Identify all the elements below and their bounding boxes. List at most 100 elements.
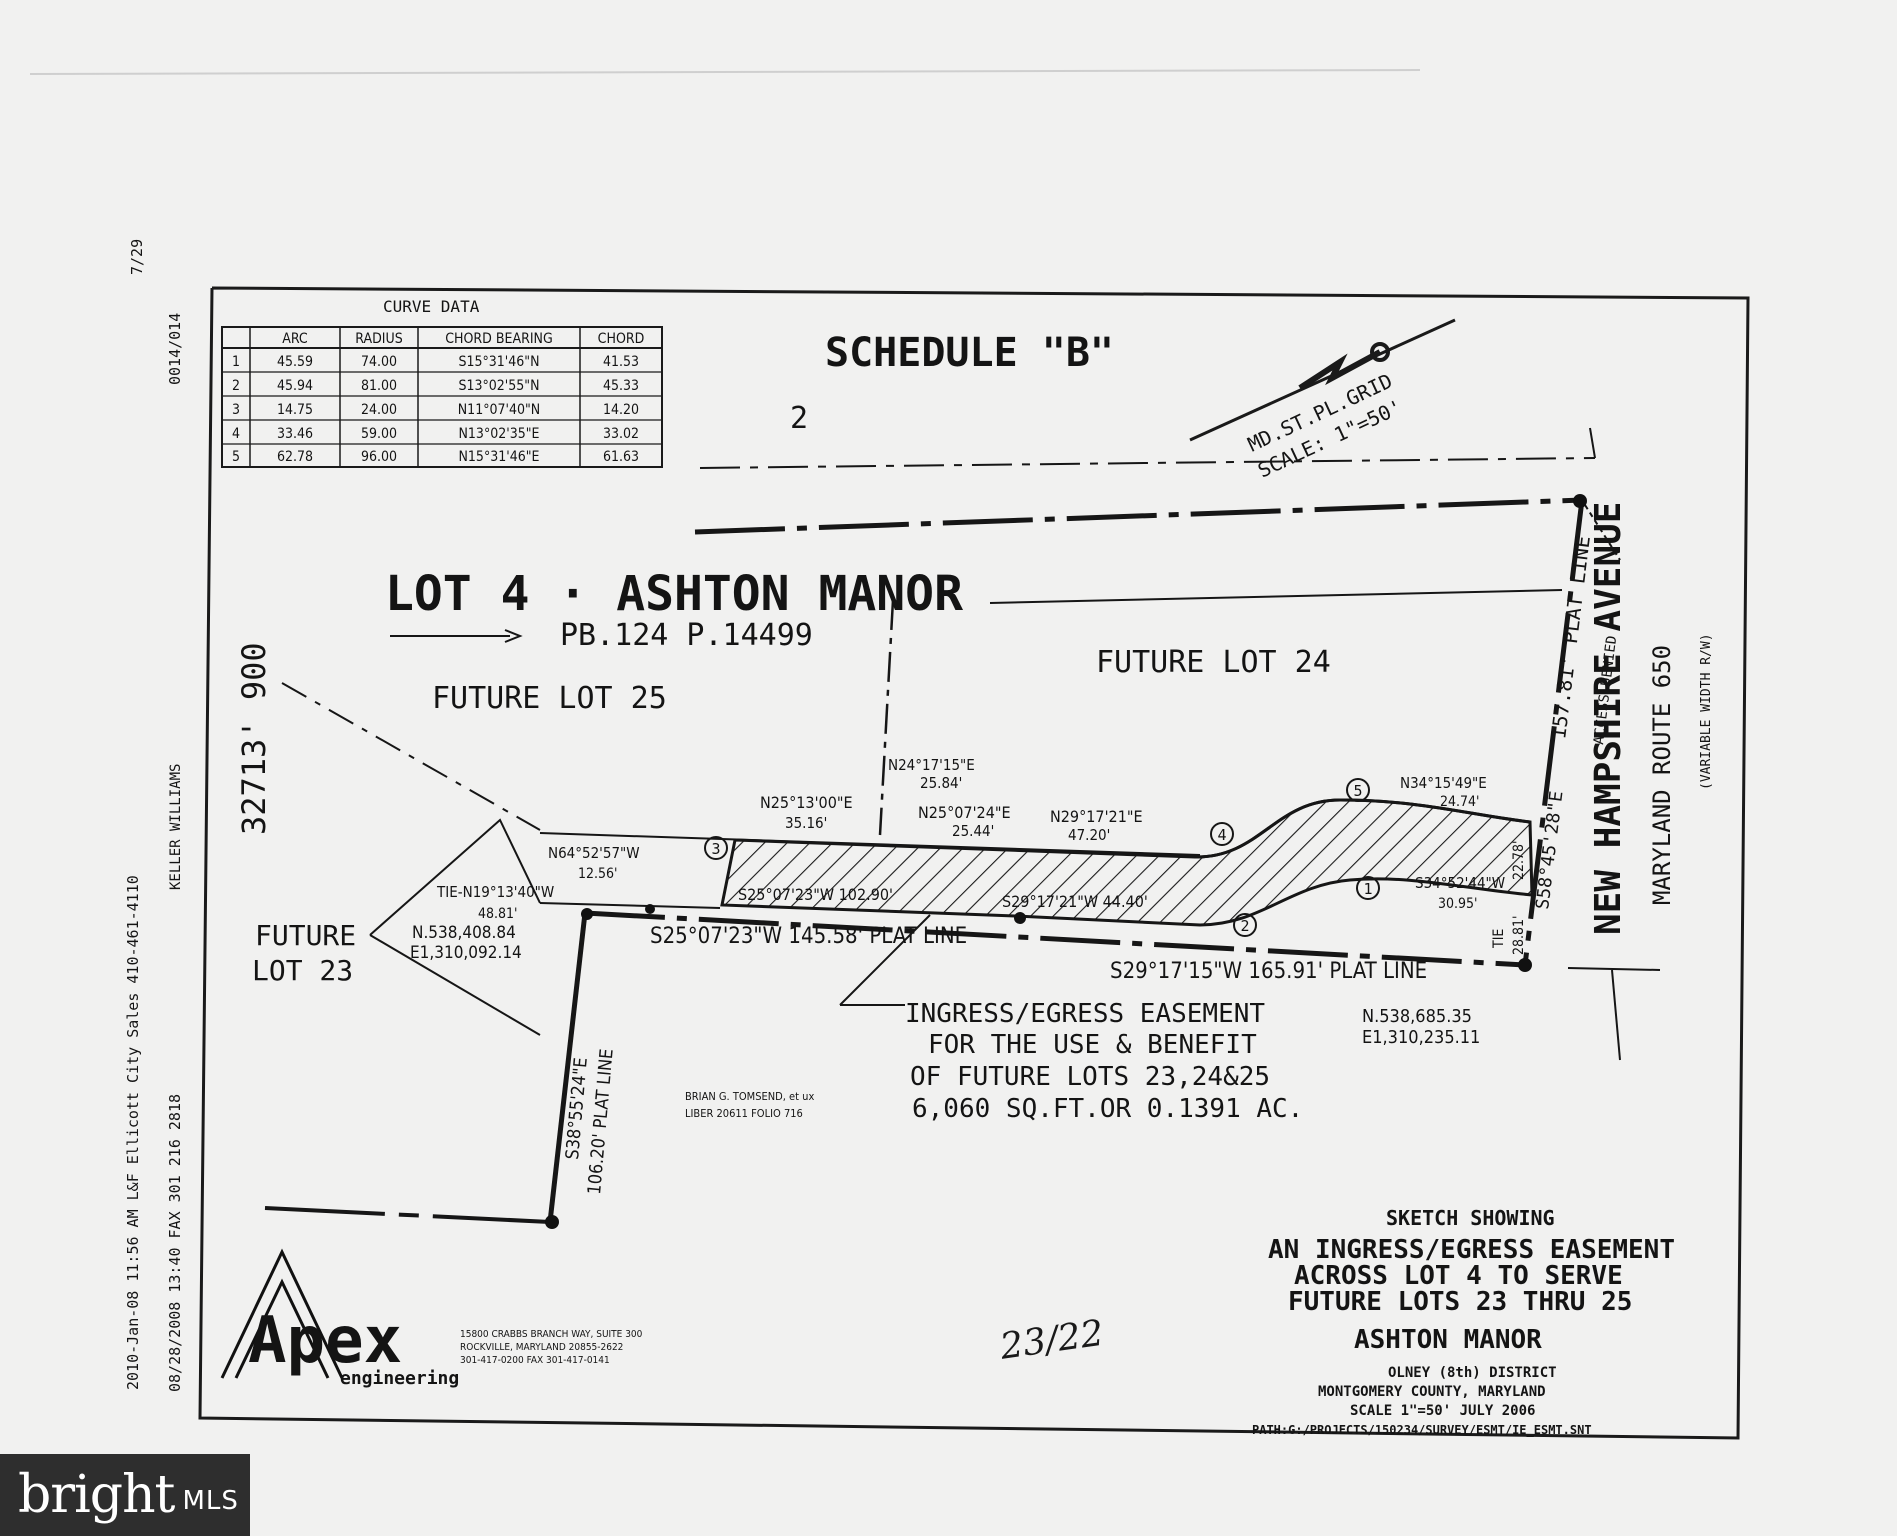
curve-row-bearing: N11°07'40"N [458, 402, 540, 418]
apex-addr2: ROCKVILLE, MARYLAND 20855-2622 [460, 1342, 623, 1353]
rotated-ref: 32713' 900 [235, 642, 273, 835]
dim-tie-right: TIE [1491, 929, 1507, 949]
dim-n29: N29°17'21"E [1050, 807, 1143, 826]
curve-marker-1: 1 [1363, 880, 1372, 898]
curve-row-num: 2 [232, 378, 240, 394]
easement-line1: INGRESS/EGRESS EASEMENT [905, 999, 1265, 1029]
bright-mls-watermark: bright MLS [0, 1454, 250, 1536]
dim-n64: N64°52'57"W [548, 844, 640, 862]
easement-line2: FOR THE USE & BENEFIT [928, 1030, 1257, 1060]
curve-row: 5 62.78 96.00 N15°31'46"E 61.63 [232, 449, 639, 465]
curve-row-bearing: S15°31'46"N [458, 354, 539, 370]
fax-line: 08/28/2008 13:40 FAX 301 216 2818 [166, 1094, 184, 1392]
curve-row-arc: 33.46 [277, 426, 313, 442]
bright-brand: bright [18, 1465, 175, 1525]
owner-line2: LIBER 20611 FOLIO 716 [685, 1107, 803, 1120]
curve-row-arc: 14.75 [277, 402, 313, 418]
dim-n29-len: 47.20' [1068, 826, 1110, 844]
curve-row: 1 45.59 74.00 S15°31'46"N 41.53 [232, 354, 639, 370]
curve-row-chord: 33.02 [603, 426, 639, 442]
curve-row-bearing: S13°02'55"N [458, 378, 539, 394]
coord-right-n: N.538,685.35 [1362, 1006, 1472, 1027]
dim-n25a: N25°13'00"E [760, 793, 853, 812]
curve-row-bearing: N15°31'46"E [459, 449, 540, 465]
dim-tie-left-len: 48.81' [478, 906, 518, 922]
curve-marker-3: 3 [711, 840, 720, 858]
dim-tie-left: TIE-N19°13'40"W [436, 883, 554, 901]
owner-line1: BRIAN G. TOMSEND, et ux [685, 1090, 814, 1103]
north-arrow-icon [1189, 318, 1456, 442]
curve-row-arc: 45.94 [277, 378, 313, 394]
dim-n25b-len: 25.44' [952, 822, 994, 840]
apex-logo-icon [220, 1248, 344, 1379]
dim-right-short: 22.78' [1511, 840, 1527, 880]
title-line9: PATH:G:/PROJECTS/150234/SURVEY/ESMT/IE_E… [1252, 1423, 1592, 1438]
road-width: (VARIABLE WIDTH R/W) [1699, 633, 1714, 790]
handwritten-note: 23/22 [997, 1313, 1106, 1368]
apex-name: Apex [248, 1304, 402, 1378]
bright-suffix: MLS [182, 1486, 239, 1516]
dim-n34: N34°15'49"E [1400, 774, 1487, 792]
curve-row: 2 45.94 81.00 S13°02'55"N 45.33 [232, 378, 639, 394]
curve-header-bearing: CHORD BEARING [445, 331, 553, 347]
dim-n34-len: 24.74' [1440, 794, 1480, 810]
title-line5: ASHTON MANOR [1354, 1325, 1542, 1355]
fax-agency: KELLER WILLIAMS [168, 764, 184, 890]
dim-s29-inner: S29°17'21"W 44.40' [1002, 892, 1148, 911]
easement-description: INGRESS/EGRESS EASEMENT FOR THE USE & BE… [905, 999, 1303, 1124]
easement-line4: 6,060 SQ.FT.OR 0.1391 AC. [912, 1094, 1303, 1124]
curve-row-bearing: N13°02'35"E [459, 426, 540, 442]
curve-marker-2: 2 [1240, 917, 1249, 935]
fax-date-stamp: 2010-Jan-08 11:56 AM L&F Ellicott City S… [124, 875, 142, 1390]
apex-addr1: 15800 CRABBS BRANCH WAY, SUITE 300 [460, 1329, 643, 1340]
dim-n25b: N25°07'24"E [918, 803, 1011, 822]
dim-n64-len: 12.56' [578, 866, 618, 882]
drawing-border [198, 286, 1750, 1440]
apex-addr3: 301-417-0200 FAX 301-417-0141 [460, 1355, 610, 1366]
apex-sub: engineering [340, 1368, 459, 1389]
lot-title: LOT 4 · ASHTON MANOR [385, 566, 963, 622]
curve-row-chord: 14.20 [603, 402, 639, 418]
dim-n24-len: 25.84' [920, 774, 962, 792]
curve-table-title: CURVE DATA [383, 297, 480, 316]
curve-row-radius: 24.00 [361, 402, 397, 418]
boundary-lines [264, 427, 1661, 1224]
curve-header-radius: RADIUS [355, 331, 402, 347]
dim-n25a-len: 35.16' [785, 814, 827, 832]
curve-header-chord: CHORD [598, 331, 645, 347]
curve-row: 4 33.46 59.00 N13°02'35"E 33.02 [232, 426, 639, 442]
title-line7: MONTGOMERY COUNTY, MARYLAND [1318, 1384, 1546, 1400]
curve-row-num: 5 [232, 449, 240, 465]
fax-page-id: 0014/014 [166, 313, 184, 385]
title-line1: SKETCH SHOWING [1386, 1206, 1555, 1230]
curve-row-chord: 61.63 [603, 449, 639, 465]
easement-line3: OF FUTURE LOTS 23,24&25 [910, 1062, 1270, 1092]
dim-s34: S34°52'44"W [1415, 874, 1505, 892]
future-lot-23-line2: LOT 23 [252, 954, 353, 987]
future-lot-23-line1: FUTURE [255, 919, 356, 952]
fax-page-number: 7/29 [128, 239, 146, 275]
future-lot-25: FUTURE LOT 25 [432, 681, 667, 716]
road-route: MARYLAND ROUTE 650 [1648, 645, 1676, 905]
curve-row-arc: 45.59 [277, 354, 313, 370]
title-line3: ACROSS LOT 4 TO SERVE [1294, 1261, 1623, 1291]
curve-row-radius: 81.00 [361, 378, 397, 394]
schedule-title: SCHEDULE "B" [825, 330, 1114, 376]
curve-row: 3 14.75 24.00 N11°07'40"N 14.20 [232, 402, 639, 418]
dim-s29-plat: S29°17'15"W 165.91' PLAT LINE [1110, 959, 1427, 984]
dim-s25-plat: S25°07'23"W 145.58' PLAT LINE [650, 924, 967, 949]
road-name: NEW HAMPSHIRE AVENUE [1588, 502, 1629, 935]
plat-ref: PB.124 P.14499 [560, 618, 813, 653]
title-line8: SCALE 1"=50' JULY 2006 [1350, 1403, 1535, 1419]
coord-left-e: E1,310,092.14 [410, 943, 522, 963]
coord-left-n: N.538,408.84 [412, 923, 516, 943]
curve-row-num: 4 [232, 426, 240, 442]
curve-markers [704, 778, 1380, 937]
curve-header-arc: ARC [282, 331, 308, 347]
coord-right-e: E1,310,235.11 [1362, 1027, 1480, 1048]
dim-n24: N24°17'15"E [888, 756, 975, 774]
lot-2-label: 2 [790, 401, 808, 436]
curve-row-num: 1 [232, 354, 240, 370]
curve-row-radius: 59.00 [361, 426, 397, 442]
